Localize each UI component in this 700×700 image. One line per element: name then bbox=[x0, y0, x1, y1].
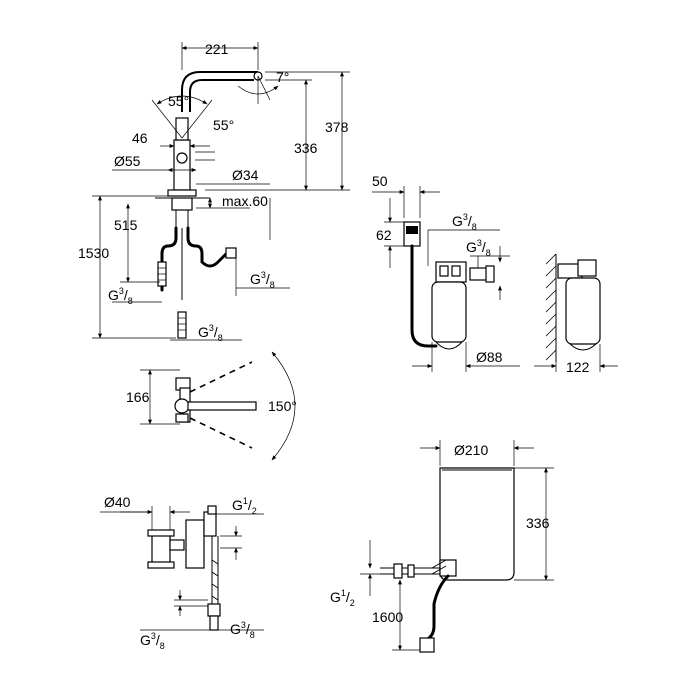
g38-right: G3/8 bbox=[250, 270, 275, 290]
dim-336: 336 bbox=[294, 140, 318, 156]
dia-55: Ø55 bbox=[114, 153, 141, 169]
filter-side-view: 50 62 G3/8 G3/8 Ø88 bbox=[372, 173, 520, 372]
faucet-front-view: 221 7° 55° 55° 378 336 46 Ø55 Ø34 max.60 bbox=[78, 41, 350, 343]
dim-166: 166 bbox=[126, 389, 150, 405]
faucet-swivel-view: 166 150° bbox=[126, 351, 297, 461]
dim-336-boiler: 336 bbox=[526, 515, 550, 531]
angle-7: 7° bbox=[276, 69, 289, 85]
angle-55-top: 55° bbox=[168, 93, 189, 109]
angle-150: 150° bbox=[268, 398, 297, 414]
g38-left: G3/8 bbox=[108, 286, 133, 306]
g38-filter-mid: G3/8 bbox=[466, 238, 491, 258]
g12-boiler: G1/2 bbox=[330, 588, 355, 608]
g38-bottom: G3/8 bbox=[198, 323, 223, 343]
g38-valve-left: G3/8 bbox=[140, 631, 165, 651]
dim-46: 46 bbox=[132, 130, 148, 146]
dim-62: 62 bbox=[376, 227, 392, 243]
dim-50: 50 bbox=[372, 173, 388, 189]
dia-40: Ø40 bbox=[104, 494, 131, 510]
dia-210: Ø210 bbox=[454, 442, 488, 458]
boiler-view: Ø210 336 G1/2 1600 bbox=[330, 440, 554, 653]
dim-515: 515 bbox=[114, 217, 138, 233]
dia-34: Ø34 bbox=[232, 167, 259, 183]
angle-55-side: 55° bbox=[213, 117, 234, 133]
dim-378: 378 bbox=[325, 119, 349, 135]
dia-88: Ø88 bbox=[476, 349, 503, 365]
faucet-spout bbox=[181, 71, 258, 112]
dim-221: 221 bbox=[205, 41, 229, 57]
dim-1530: 1530 bbox=[78, 245, 109, 261]
faucet-body bbox=[173, 139, 191, 191]
dim-122: 122 bbox=[566, 359, 590, 375]
g38-valve-right: G3/8 bbox=[230, 620, 255, 640]
max-60: max.60 bbox=[222, 193, 268, 209]
filter-wall-view: 122 bbox=[534, 253, 618, 375]
g38-filter-top: G3/8 bbox=[452, 212, 477, 232]
g12-valve: G1/2 bbox=[232, 496, 257, 516]
dim-1600: 1600 bbox=[372, 609, 403, 625]
valve-view: Ø40 G1/2 G3/8 G3/8 bbox=[100, 494, 264, 651]
